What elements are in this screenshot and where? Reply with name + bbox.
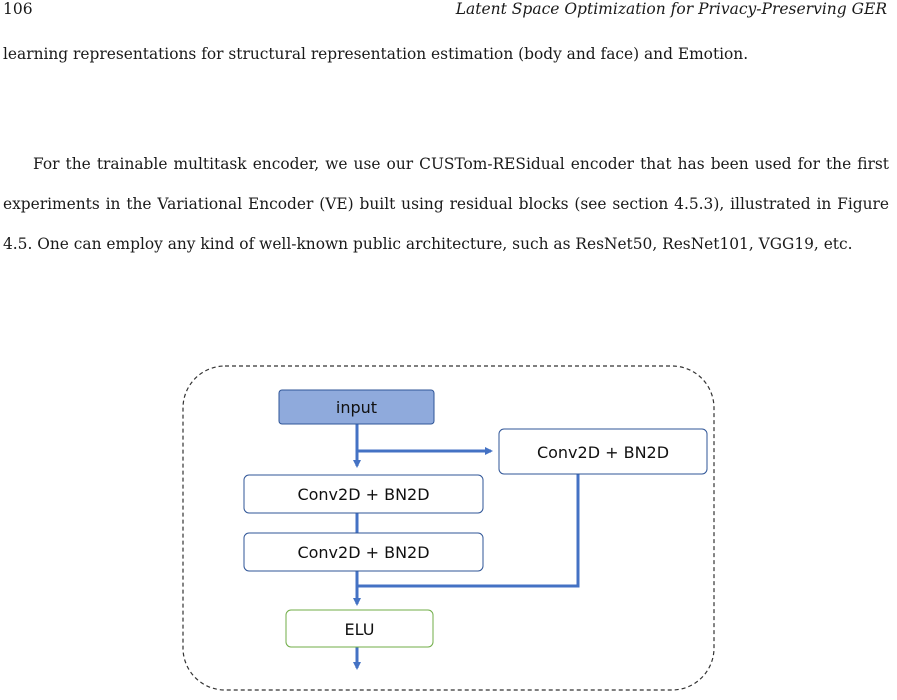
page-number: 106 <box>3 0 33 18</box>
figure-frame <box>182 365 715 691</box>
running-title: Latent Space Optimization for Privacy-Pr… <box>455 0 887 18</box>
connector-lines <box>353 424 580 670</box>
conv2-node: Conv2D + BN2D <box>243 532 484 572</box>
conv2-label: Conv2D + BN2D <box>297 543 429 562</box>
conv1-label: Conv2D + BN2D <box>297 485 429 504</box>
elu-label: ELU <box>345 620 375 639</box>
input-label: input <box>336 398 377 417</box>
input-node: input <box>278 389 435 425</box>
skip-conv-label: Conv2D + BN2D <box>537 443 669 462</box>
paragraph: For the trainable multitask encoder, we … <box>3 155 889 253</box>
elu-node: ELU <box>285 609 434 648</box>
conv1-node: Conv2D + BN2D <box>243 474 484 514</box>
skip-conv-node: Conv2D + BN2D <box>498 428 708 475</box>
paragraph: learning representations for structural … <box>3 45 749 63</box>
